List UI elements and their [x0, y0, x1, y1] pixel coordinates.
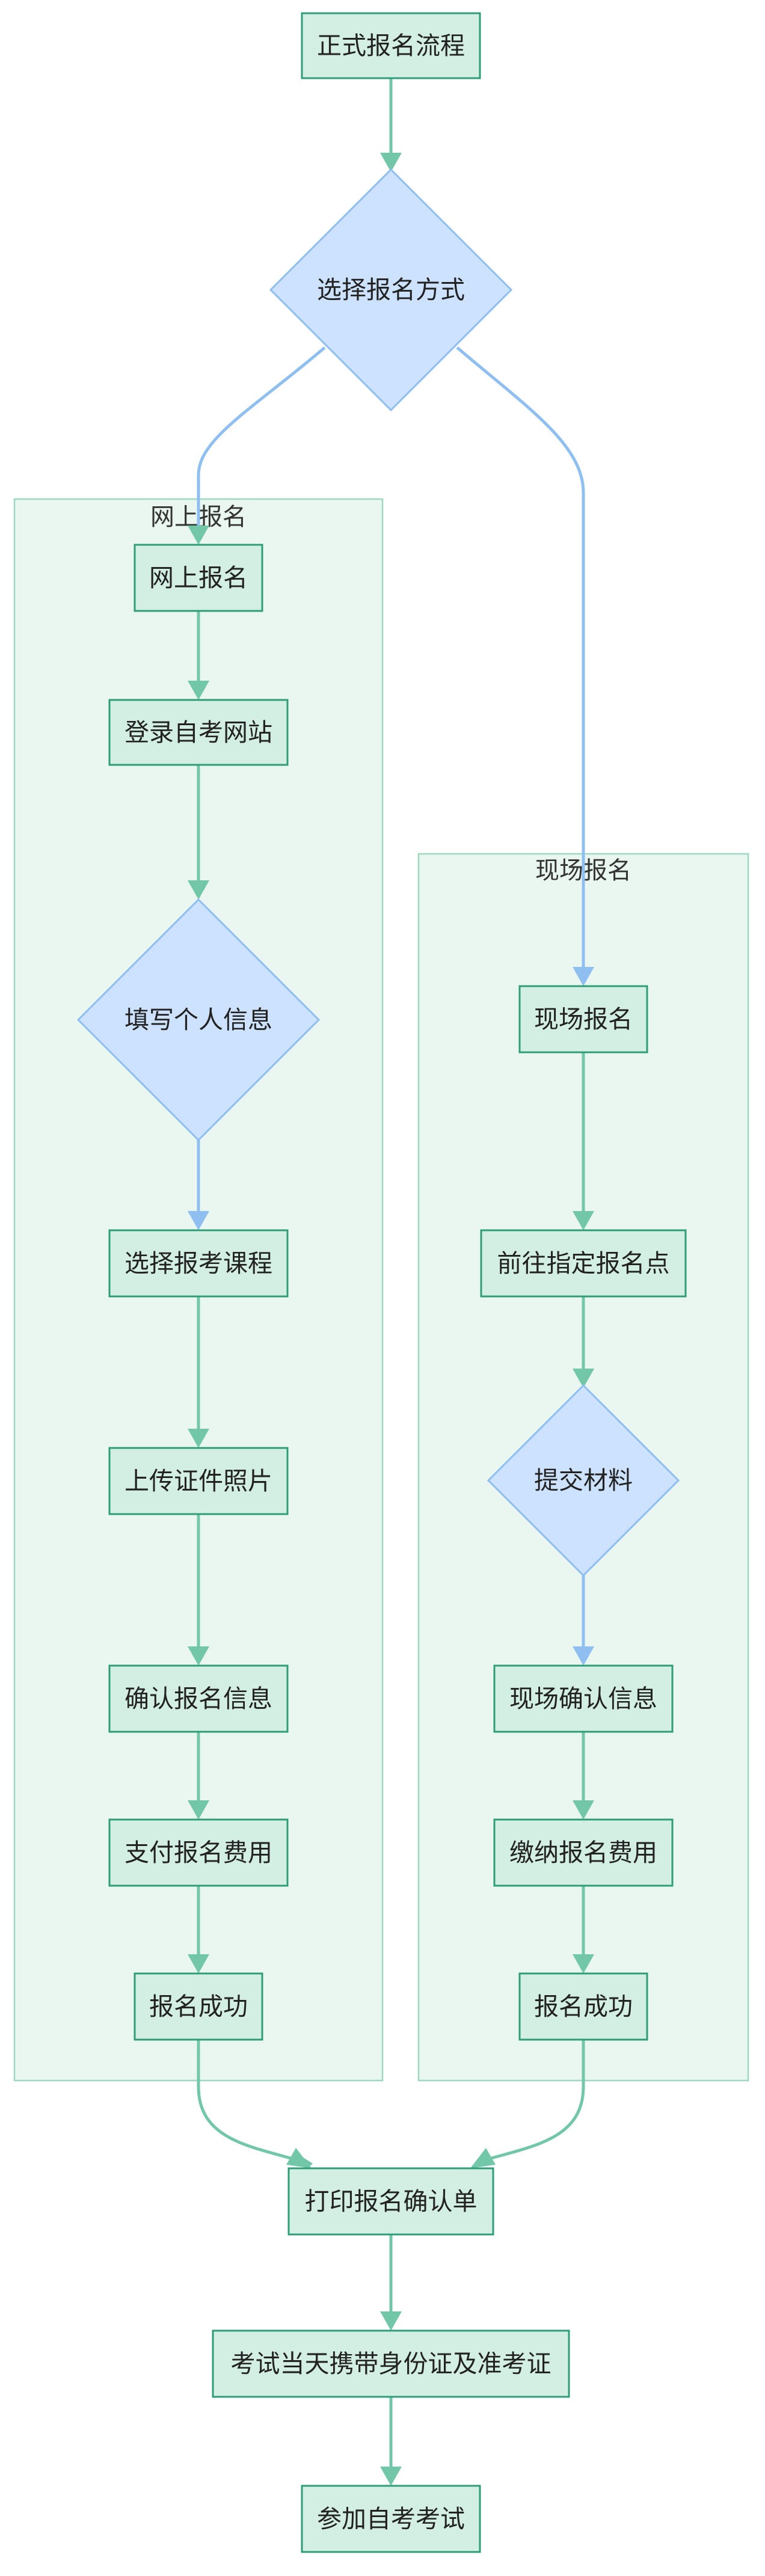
node-pay-onsite-label: 缴纳报名费用: [509, 1838, 657, 1867]
node-pay-online-label: 支付报名费用: [124, 1838, 272, 1867]
edge-fill-select-arrow: [188, 1211, 209, 1230]
node-upload-photo-box[interactable]: [108, 1447, 289, 1515]
node-bring-id-box[interactable]: [212, 2329, 570, 2398]
node-online-register-box[interactable]: [134, 544, 263, 612]
node-pay-online-box[interactable]: [108, 1818, 289, 1887]
node-go-site-label: 前往指定报名点: [497, 1249, 670, 1278]
edge-choose-online-arrow: [188, 526, 209, 545]
node-fill-info[interactable]: 填写个人信息: [76, 898, 321, 1142]
edge-online-login-arrow: [188, 681, 209, 700]
node-confirm-online-label: 确认报名信息: [124, 1684, 272, 1713]
node-submit-materials-label: 提交材料: [534, 1466, 633, 1495]
node-take-exam[interactable]: 参加自考考试: [301, 2485, 481, 2553]
node-login-website[interactable]: 登录自考网站: [108, 699, 289, 766]
node-start[interactable]: 正式报名流程: [301, 12, 481, 79]
node-online-register[interactable]: 网上报名: [134, 544, 263, 612]
node-print-confirm-box[interactable]: [287, 2167, 494, 2236]
edge-pay-success-arrow: [188, 1954, 209, 1973]
edges: [188, 78, 594, 2486]
edge-go-submit-arrow: [573, 1369, 594, 1388]
node-onsite-register-label: 现场报名: [534, 1005, 633, 1034]
node-fill-info-label: 填写个人信息: [124, 1005, 272, 1034]
edge-pay-success-onsite-arrow: [573, 1954, 594, 1973]
node-onsite-register[interactable]: 现场报名: [518, 985, 648, 1053]
edge-success-onsite-print: [481, 2040, 585, 2163]
edge-select-upload-arrow: [188, 1429, 209, 1448]
node-success-onsite-label: 报名成功: [534, 1992, 633, 2021]
edge-submit-confirm-arrow: [573, 1646, 594, 1666]
node-take-exam-label: 参加自考考试: [317, 2504, 465, 2533]
node-onsite-register-box[interactable]: [518, 985, 648, 1053]
node-start-box[interactable]: [301, 12, 481, 79]
node-choose-method[interactable]: 选择报名方式: [269, 168, 513, 412]
edge-success-onsite-print-arrowhead: [470, 2148, 496, 2168]
node-confirm-onsite[interactable]: 现场确认信息: [493, 1664, 674, 1733]
node-fill-info-diamond[interactable]: [76, 898, 321, 1142]
edge-login-fill-arrow: [188, 880, 209, 900]
edge-bring-exam-arrow: [380, 2467, 402, 2486]
node-bring-id[interactable]: 考试当天携带身份证及准考证: [212, 2329, 570, 2398]
node-select-course[interactable]: 选择报考课程: [108, 1229, 289, 1298]
node-online-register-label: 网上报名: [149, 563, 248, 592]
edge-success-online-print: [197, 2040, 301, 2163]
node-confirm-online[interactable]: 确认报名信息: [108, 1664, 289, 1733]
edge-upload-confirm-arrow: [188, 1646, 209, 1666]
node-success-online-box[interactable]: [134, 1972, 263, 2041]
node-print-confirm[interactable]: 打印报名确认单: [287, 2167, 494, 2236]
edge-onsite-go-arrow: [573, 1211, 594, 1230]
edge-choose-onsite: [456, 346, 585, 968]
node-upload-photo-label: 上传证件照片: [124, 1467, 272, 1495]
node-login-website-box[interactable]: [108, 699, 289, 766]
node-go-site[interactable]: 前往指定报名点: [480, 1229, 687, 1298]
node-choose-method-diamond[interactable]: [269, 168, 513, 412]
node-select-course-label: 选择报考课程: [124, 1249, 272, 1278]
node-confirm-online-box[interactable]: [108, 1664, 289, 1733]
node-bring-id-label: 考试当天携带身份证及准考证: [231, 2349, 551, 2378]
edge-print-bring-arrow: [380, 2311, 402, 2331]
node-success-online-label: 报名成功: [149, 1992, 248, 2021]
edge-choose-online: [197, 346, 326, 527]
node-success-onsite[interactable]: 报名成功: [518, 1972, 648, 2041]
node-take-exam-box[interactable]: [301, 2485, 481, 2553]
node-success-online[interactable]: 报名成功: [134, 1972, 263, 2041]
node-success-onsite-box[interactable]: [518, 1972, 648, 2041]
node-submit-materials[interactable]: 提交材料: [487, 1384, 680, 1577]
node-pay-onsite[interactable]: 缴纳报名费用: [493, 1818, 674, 1887]
node-go-site-box[interactable]: [480, 1229, 687, 1298]
node-submit-materials-diamond[interactable]: [487, 1384, 680, 1577]
node-login-website-label: 登录自考网站: [124, 718, 272, 747]
edge-choose-onsite-arrow: [573, 967, 594, 986]
node-pay-online[interactable]: 支付报名费用: [108, 1818, 289, 1887]
node-print-confirm-label: 打印报名确认单: [305, 2187, 478, 2216]
node-pay-onsite-box[interactable]: [493, 1818, 674, 1887]
node-confirm-onsite-label: 现场确认信息: [509, 1684, 657, 1713]
edge-start-choose-arrow: [380, 153, 402, 172]
node-select-course-box[interactable]: [108, 1229, 289, 1298]
node-choose-method-label: 选择报名方式: [317, 275, 465, 304]
node-start-label: 正式报名流程: [317, 31, 465, 60]
edge-success-online-print-arrowhead: [286, 2148, 312, 2168]
edge-confirm-pay-onsite-arrow: [573, 1800, 594, 1820]
node-confirm-onsite-box[interactable]: [493, 1664, 674, 1733]
edge-confirm-pay-arrow: [188, 1800, 209, 1820]
node-upload-photo[interactable]: 上传证件照片: [108, 1447, 289, 1515]
